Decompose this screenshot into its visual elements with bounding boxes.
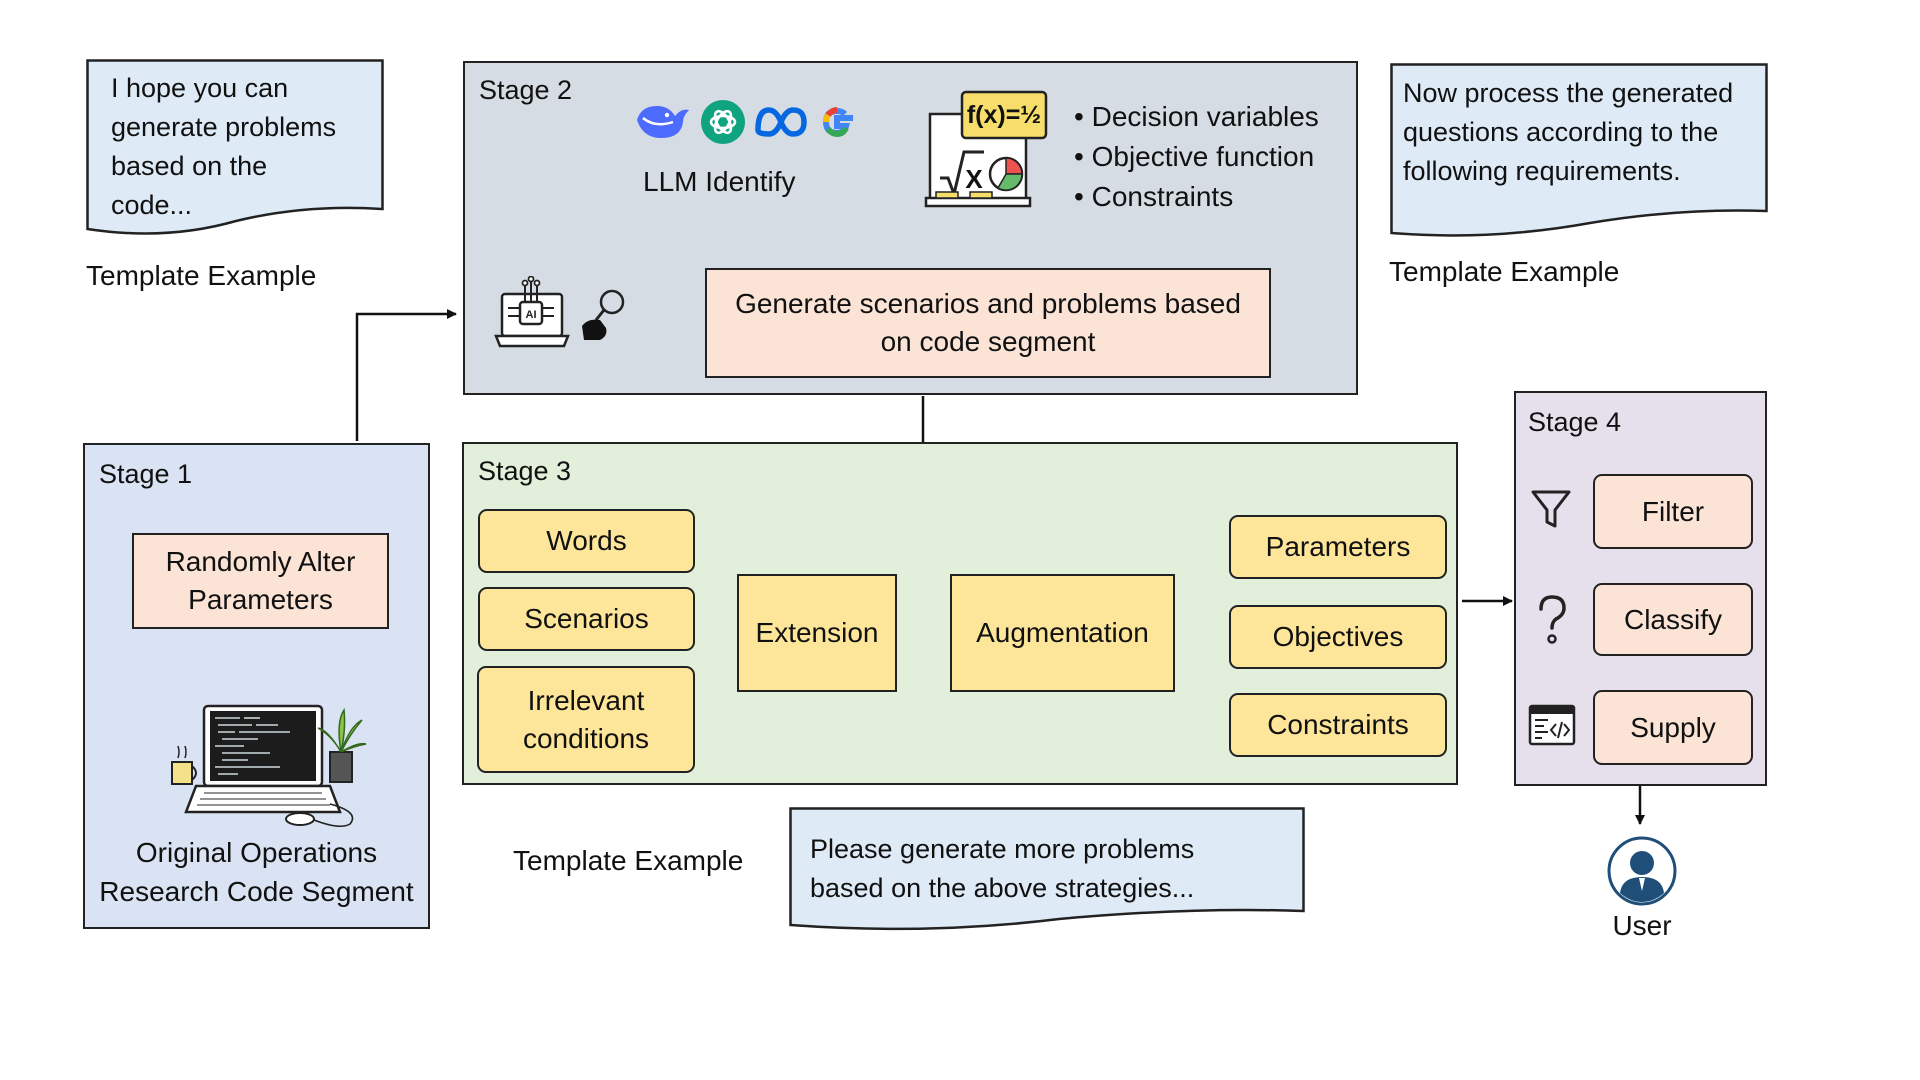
generate-scenarios-box: Generate scenarios and problems based on… — [705, 268, 1271, 378]
magnifier-hand-icon — [582, 289, 625, 340]
generate-line1: Generate scenarios and problems based — [735, 288, 1241, 320]
stage1-caption-line1: Original Operations — [135, 837, 378, 868]
stage1-caption-line2: Research Code Segment — [99, 876, 414, 907]
template-doc-left-shape — [86, 59, 384, 235]
augmentation-box: Augmentation — [950, 574, 1175, 692]
extension-box: Extension — [737, 574, 897, 692]
stage1-title: Stage 1 — [99, 459, 193, 489]
arrow-stage1-to-stage2 — [355, 309, 457, 441]
formula-chart-icon: f(x)=½ X — [924, 90, 1048, 208]
template-bottom-line1: Please generate more problems — [810, 834, 1195, 864]
identified-elements-list: Decision variables Objective function Co… — [1074, 97, 1319, 216]
template-doc-bottom-shape — [789, 807, 1305, 931]
question-mark-icon — [1539, 595, 1566, 644]
ai-laptop-icon: AI — [494, 276, 570, 348]
template-right-caption: Template Example — [1389, 256, 1620, 287]
bullet-constraints: Constraints — [1074, 177, 1319, 217]
openai-icon — [701, 100, 745, 144]
user-label: User — [1612, 910, 1672, 941]
stage2-title: Stage 2 — [479, 75, 573, 105]
template-bottom-line2: based on the above strategies... — [810, 873, 1195, 904]
template-left-line1: I hope you can — [111, 73, 289, 103]
constraints-box: Constraints — [1229, 693, 1447, 757]
funnel-icon — [1531, 490, 1571, 528]
template-right-line2: questions according to the — [1403, 117, 1719, 148]
template-doc-right-text: Now process the generated questions acco… — [1403, 74, 1733, 191]
template-right-line3: following requirements. — [1403, 156, 1681, 187]
stage4-title: Stage 4 — [1528, 407, 1622, 437]
svg-text:X: X — [965, 164, 983, 194]
laptop-code-icon — [171, 704, 367, 828]
template-right-line1: Now process the generated — [1403, 78, 1734, 108]
parameters-box: Parameters — [1229, 515, 1447, 579]
template-doc-bottom-text: Please generate more problems based on t… — [810, 830, 1194, 908]
meta-icon — [755, 107, 807, 137]
supply-button: Supply — [1593, 690, 1753, 765]
google-icon — [822, 107, 853, 138]
stage3-title: Stage 3 — [478, 456, 572, 486]
svg-text:AI: AI — [526, 309, 537, 321]
template-bottom-caption: Template Example — [513, 845, 744, 876]
irrelevant-conditions-box: Irrelevant conditions — [477, 666, 695, 773]
bullet-objective-function: Objective function — [1074, 137, 1319, 177]
classify-button: Classify — [1593, 583, 1753, 656]
template-left-line2: generate problems — [111, 112, 337, 143]
template-left-line4: code... — [111, 190, 193, 221]
deepseek-whale-icon — [637, 106, 689, 138]
template-doc-right-shape — [1390, 63, 1768, 237]
objectives-box: Objectives — [1229, 605, 1447, 669]
user-avatar-icon — [1607, 836, 1677, 906]
words-box: Words — [478, 509, 695, 573]
filter-button: Filter — [1593, 474, 1753, 549]
stage1-panel: Stage 1 — [83, 443, 430, 929]
template-left-caption: Template Example — [86, 260, 317, 291]
code-window-icon — [1528, 704, 1576, 746]
bullet-decision-variables: Decision variables — [1074, 97, 1319, 137]
template-doc-left-text: I hope you can generate problems based o… — [111, 69, 336, 226]
generate-line2: on code segment — [880, 326, 1096, 357]
template-left-line3: based on the — [111, 151, 268, 182]
formula-text: f(x)=½ — [967, 101, 1041, 129]
scenarios-box: Scenarios — [478, 587, 695, 651]
randomly-alter-parameters-box: Randomly Alter Parameters — [132, 533, 389, 629]
llm-identify-label: LLM Identify — [643, 166, 796, 197]
